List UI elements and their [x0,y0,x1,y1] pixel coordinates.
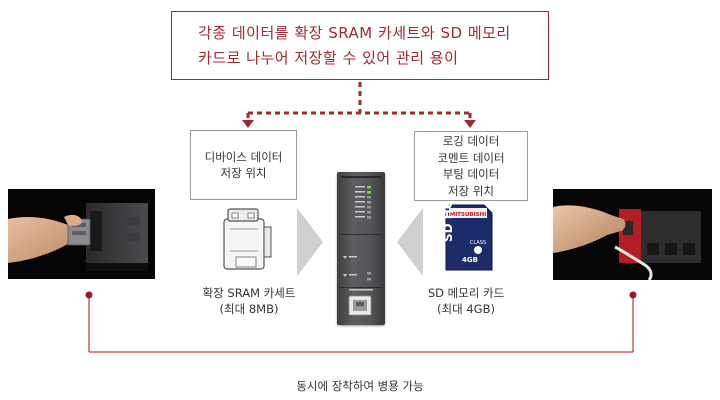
anchor-dot-right [629,291,637,299]
simultaneous-use-label: 동시에 장착하여 병용 가능 [296,379,424,393]
cpu-module-details [340,176,382,316]
sram-insertion-illustration [8,203,148,271]
sd-caption: SD 메모리 카드 (최대 4GB) [418,285,514,317]
summary-box: 각종 데이터를 확장 SRAM 카세트와 SD 메모리 카드로 나누어 저장할 … [171,11,549,80]
summary-line-1: 각종 데이터를 확장 SRAM 카세트와 SD 메모리 [198,23,511,42]
cpu-module [337,172,385,325]
arrowhead-right [464,120,476,128]
sram-caption: 확장 SRAM 카세트 (최대 8MB) [194,285,304,317]
sd-type-text: SD HC [444,204,455,242]
sd-card-icon: MITSUBISHI SD HC CLASS 4GB [444,204,493,271]
logging-data-label: 로깅 데이터 [442,134,500,148]
arrow-right-icon [297,208,323,276]
arrowhead-left [242,120,254,128]
photo-sram-insertion [8,189,155,279]
sd-insertion-illustration [553,205,701,280]
photo-sd-insertion [553,189,712,280]
sd-caption-title: SD 메모리 카드 [427,286,505,300]
storage-location-label: 저장 위치 [448,183,494,198]
device-data-label: 디바이스 데이터 [204,149,283,164]
anchor-dot-left [85,291,93,299]
sram-caption-capacity: (최대 8MB) [219,302,279,316]
sd-caption-capacity: (최대 4GB) [437,302,495,316]
arrow-left-icon [397,208,423,276]
device-data-box: 디바이스 데이터 저장 위치 [190,130,297,200]
comment-data-label: 코멘트 데이터 [437,150,505,165]
sd-brand-text: MITSUBISHI [450,212,487,218]
sd-class-text: CLASS [470,240,486,246]
device-data-sublabel: 저장 위치 [220,166,267,180]
summary-line-2: 카드로 나누어 저장할 수 있어 관리 용이 [198,48,459,67]
sd-capacity-text: 4GB [462,256,478,264]
sram-caption-title: 확장 SRAM 카세트 [202,286,296,300]
logging-data-box: 로깅 데이터 코멘트 데이터 부팅 데이터 저장 위치 [414,131,528,201]
boot-data-label: 부팅 데이터 [442,167,500,181]
sram-cassette-icon [223,208,272,270]
